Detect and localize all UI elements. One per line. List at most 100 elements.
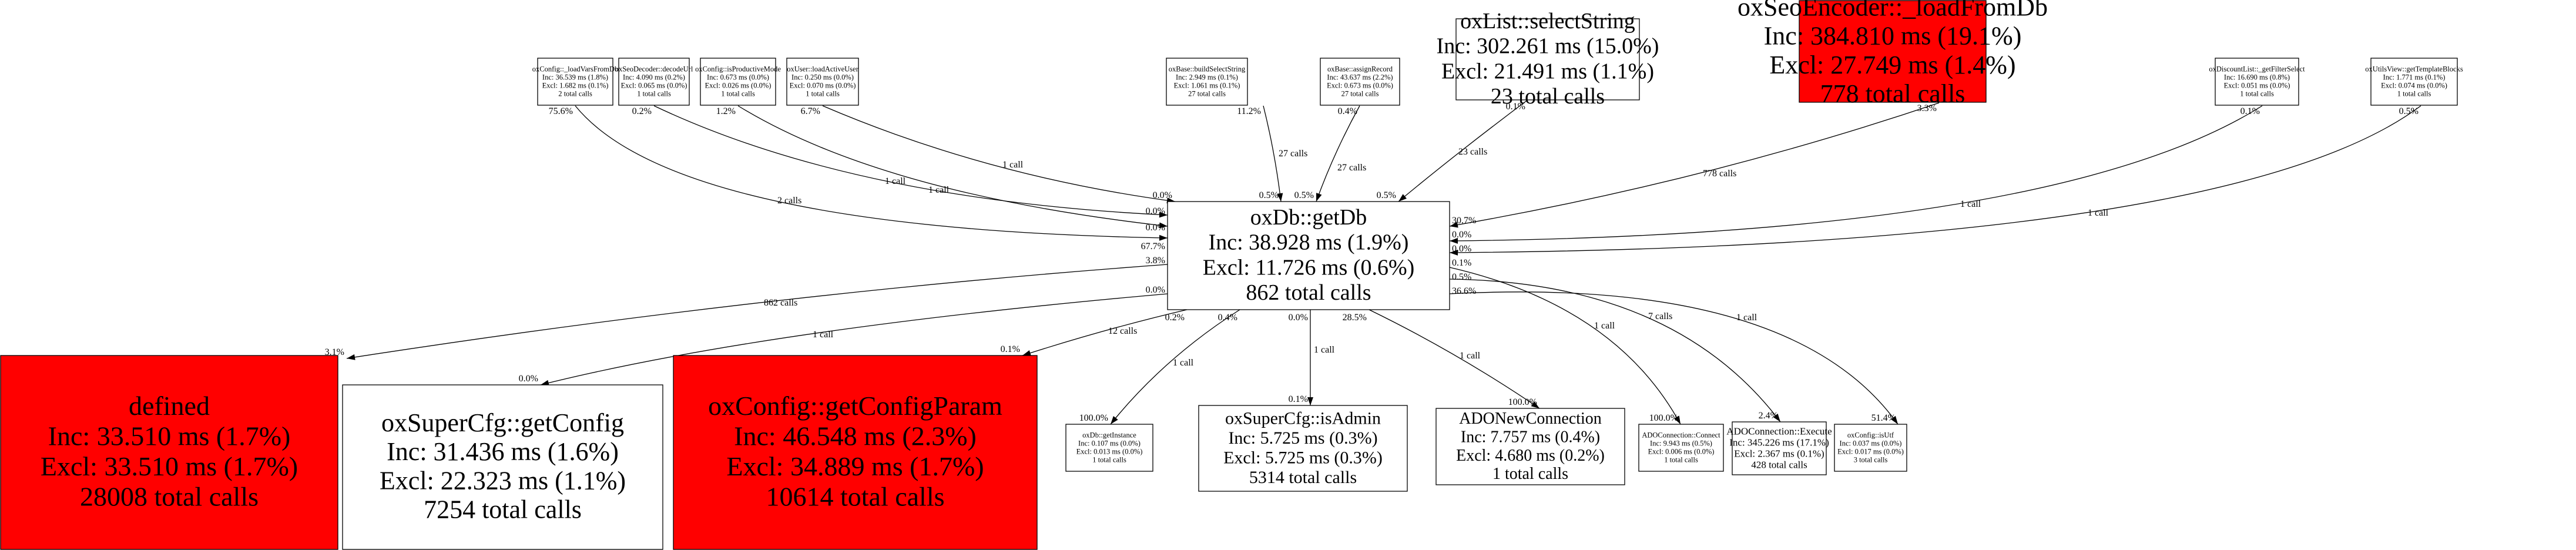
edge-getTemplateBlocks-to-getDb	[1449, 105, 2421, 256]
edge-decodeUrl-to-getDb	[653, 105, 1168, 218]
node-inc: Inc: 0.107 ms (0.0%)	[1078, 440, 1141, 448]
node-name: oxDb::getInstance	[1082, 431, 1136, 440]
edge-line	[822, 105, 1176, 202]
edge-target-pct: 3.1%	[325, 347, 344, 357]
node-excl: Excl: 0.074 ms (0.0%)	[2381, 82, 2447, 90]
node-inc: Inc: 36.539 ms (1.8%)	[542, 73, 608, 82]
edge-target-pct: 0.5%	[1259, 190, 1279, 200]
arrowhead-icon	[1773, 413, 1780, 422]
edge-getDb-to-newConnection	[1368, 309, 1540, 409]
node-calls: 1 total calls	[637, 90, 671, 98]
edge-call-count: 27 calls	[1279, 149, 1307, 159]
node-calls: 1 total calls	[2240, 90, 2274, 98]
node-inc: Inc: 0.037 ms (0.0%)	[1840, 440, 1902, 448]
node-calls: 778 total calls	[1820, 79, 1965, 108]
edge-labels-getDb-to-defined: 3.8% 862 calls 3.1%	[325, 256, 1165, 357]
node-box	[1455, 18, 1640, 100]
arrowhead-icon	[1316, 193, 1322, 202]
arrowhead-icon	[1111, 415, 1118, 424]
node-calls: 1 total calls	[721, 90, 755, 98]
edge-target-pct: 0.1%	[1289, 394, 1308, 404]
edge-source-pct: 0.4%	[1338, 106, 1357, 116]
arrowhead-icon	[1159, 234, 1168, 241]
edge-source-pct: 6.7%	[801, 106, 820, 116]
edge-target-pct: 0.0%	[519, 374, 538, 384]
node-name: defined	[129, 391, 210, 421]
edge-target-pct: 0.0%	[1452, 230, 1471, 240]
node-box	[1732, 421, 1827, 475]
arrowhead-icon	[1277, 193, 1283, 202]
arrowhead-icon	[1890, 415, 1898, 424]
node-name: oxUtilsView::getTemplateBlocks	[2365, 65, 2463, 73]
edge-target-pct: 30.7%	[1452, 216, 1476, 226]
edge-source-pct: 0.0%	[1289, 313, 1308, 323]
edge-target-pct: 0.0%	[1153, 190, 1172, 200]
edge-call-count: 862 calls	[764, 298, 797, 308]
edge-line	[1263, 105, 1282, 202]
node-box	[537, 58, 613, 106]
edge-source-pct: 1.2%	[716, 106, 736, 116]
edge-source-pct: 0.1%	[2240, 106, 2260, 116]
edge-line	[575, 105, 1168, 239]
node-name: oxSeoEncoder::_loadFromDb	[1738, 0, 2048, 21]
edge-line	[1449, 267, 1681, 425]
edge-line	[1449, 291, 1899, 425]
node-name: oxBase::assignRecord	[1327, 65, 1393, 73]
node-calls: 1 total calls	[1664, 456, 1698, 464]
edge-loadVarsFromDb-to-getDb	[575, 105, 1168, 241]
edge-source-pct: 0.1%	[1452, 258, 1471, 268]
arrowhead-icon	[1159, 222, 1168, 229]
node-inc: Inc: 1.771 ms (0.1%)	[2383, 73, 2446, 82]
edge-line	[1398, 99, 1528, 202]
edge-source-pct: 75.6%	[549, 106, 573, 116]
node-excl: Excl: 0.013 ms (0.0%)	[1076, 448, 1143, 456]
edge-loadFromDb-to-getDb	[1449, 102, 1940, 228]
edge-line	[1449, 105, 2263, 242]
edge-buildSelectString-to-getDb	[1263, 105, 1283, 202]
node-box	[700, 58, 776, 106]
node-box	[786, 58, 859, 106]
edge-source-pct: 3.8%	[1146, 256, 1165, 266]
arrowhead-icon	[1022, 350, 1031, 356]
edge-target-pct: 0.5%	[1294, 190, 1314, 200]
node-name: oxSuperCfg::getConfig	[381, 408, 624, 437]
node-box	[1320, 58, 1400, 106]
edge-getDb-to-execute	[1449, 279, 1781, 422]
edge-line	[1449, 102, 1940, 227]
node-name: oxDb::getDb	[1250, 205, 1367, 230]
node-calls: 1 total calls	[1092, 456, 1126, 464]
arrowhead-icon	[347, 354, 355, 360]
edge-call-count: 2 calls	[777, 196, 801, 206]
edge-target-pct: 0.0%	[1452, 244, 1471, 254]
edge-call-count: 1 call	[928, 185, 950, 195]
edge-call-count: 1 call	[1960, 199, 1981, 209]
edge-line	[1316, 105, 1360, 202]
edge-labels-getFilterSelect-to-getDb: 0.1% 1 call 0.0%	[1452, 106, 2260, 240]
